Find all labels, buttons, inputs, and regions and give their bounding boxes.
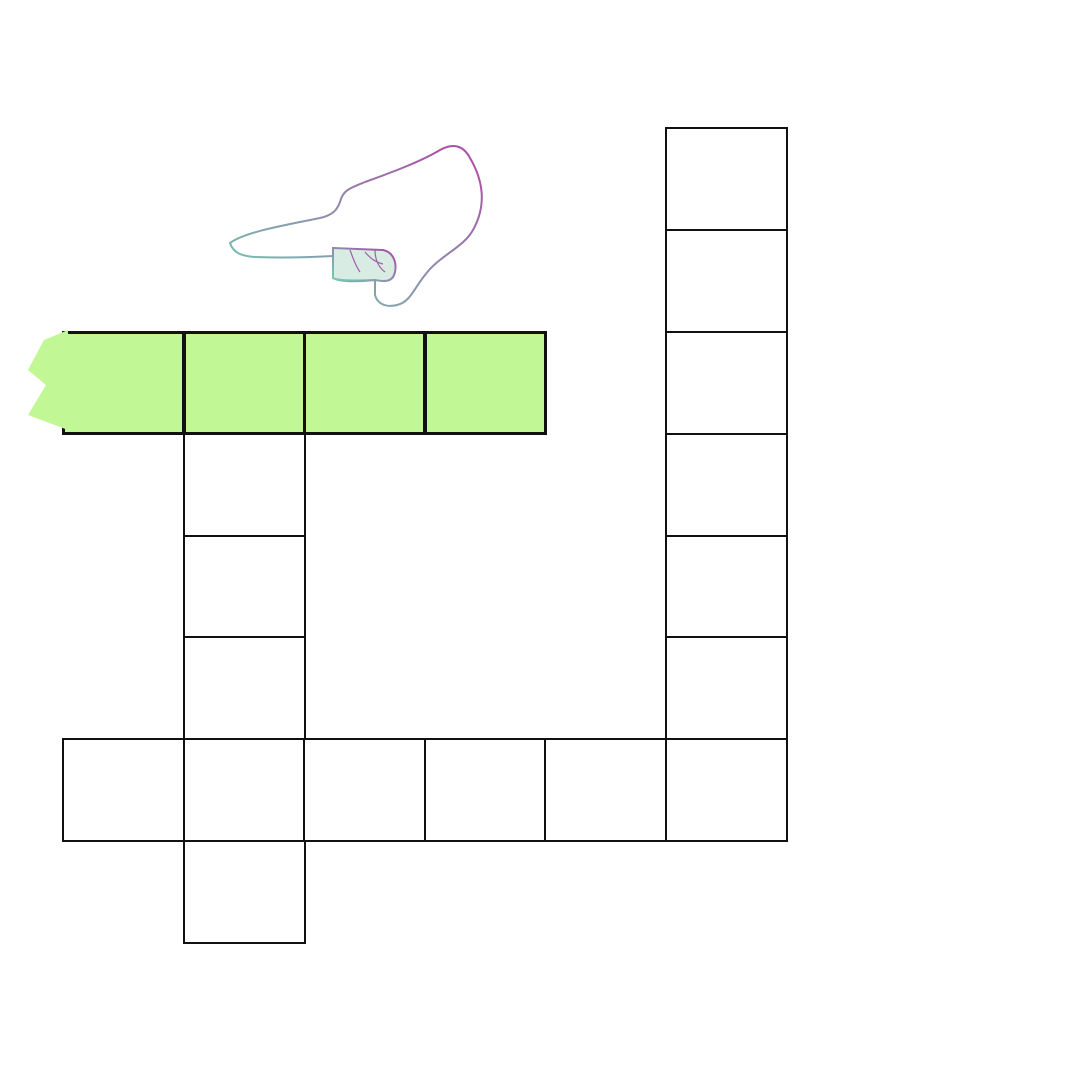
- grid-cell-r4-c0[interactable]: [62, 738, 185, 842]
- highlight-notch-marker: [28, 330, 68, 430]
- grid-cell-r3-c1[interactable]: [183, 636, 306, 740]
- grid-cell-r2-c1[interactable]: [183, 535, 306, 639]
- grid-cell-r4-c4[interactable]: [544, 738, 667, 842]
- highlighted-cell-r0-c0[interactable]: [62, 331, 185, 435]
- grid-cell-r5-c1[interactable]: [183, 840, 306, 944]
- grid-cell-r4-c5[interactable]: [665, 738, 788, 842]
- grid-cell-r3-c5[interactable]: [665, 636, 788, 740]
- grid-cell-r-1-c5[interactable]: [665, 229, 788, 333]
- grid-cell-r-2-c5[interactable]: [665, 127, 788, 231]
- highlighted-cell-r0-c1[interactable]: [183, 331, 306, 435]
- grid-cell-r4-c3[interactable]: [424, 738, 547, 842]
- grid-cell-r1-c1[interactable]: [183, 433, 306, 537]
- highlighted-cell-r0-c2[interactable]: [303, 331, 426, 435]
- grid-cell-r4-c2[interactable]: [303, 738, 426, 842]
- grid-cell-r1-c5[interactable]: [665, 433, 788, 537]
- grid-cell-r2-c5[interactable]: [665, 535, 788, 639]
- pointing-hand-icon: [228, 145, 483, 307]
- highlighted-cell-r0-c3[interactable]: [424, 331, 547, 435]
- grid-cell-r0-c5[interactable]: [665, 331, 788, 435]
- grid-cell-r4-c1[interactable]: [183, 738, 306, 842]
